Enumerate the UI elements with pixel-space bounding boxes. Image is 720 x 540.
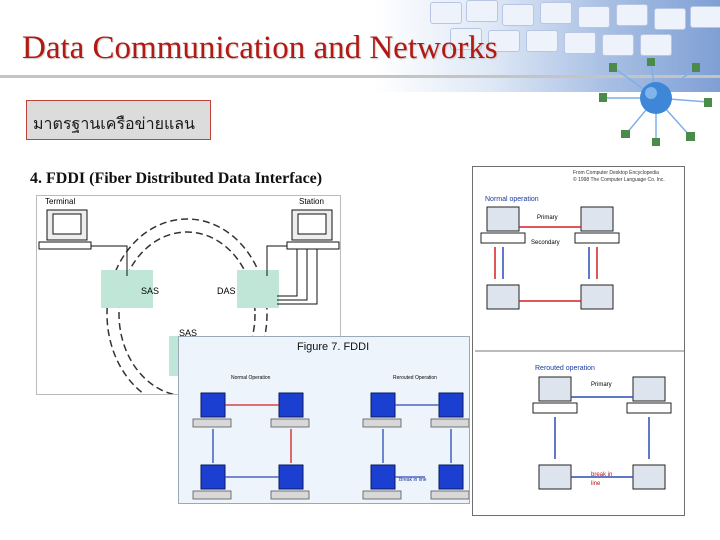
normal-operation-title: Normal operation bbox=[485, 196, 539, 203]
network-globe-icon bbox=[599, 58, 712, 146]
ring-diagram bbox=[38, 209, 340, 394]
keyboard-decoration bbox=[390, 0, 720, 70]
figure-7-diagram bbox=[192, 392, 469, 500]
station-label: Station bbox=[299, 197, 324, 206]
primary-label-rerouted: Primary bbox=[591, 382, 612, 388]
source-credit-line-1: From Computer Desktop Encyclopedia bbox=[573, 170, 659, 176]
normal-operation-label: Normal Operation bbox=[231, 375, 271, 381]
sas-label-left: SAS bbox=[141, 286, 160, 296]
terminal-label: Terminal bbox=[45, 197, 76, 206]
title-divider bbox=[0, 75, 720, 78]
figure-7-caption: Figure 7. FDDI bbox=[297, 341, 370, 353]
primary-label: Primary bbox=[537, 215, 558, 221]
das-label: DAS bbox=[217, 286, 236, 296]
fddi-figure-7: Figure 7. FDDI Normal Operation Rerouted… bbox=[178, 336, 470, 504]
source-credit-line-2: © 1998 The Computer Language Co. Inc. bbox=[573, 177, 665, 183]
sas-label-bottom: SAS bbox=[179, 328, 198, 338]
subtitle-box: มาตรฐานเครือข่ายแลน bbox=[26, 100, 211, 140]
rerouted-operation-title: Rerouted operation bbox=[535, 365, 595, 372]
subtitle-text: มาตรฐานเครือข่ายแลน bbox=[33, 116, 195, 133]
break-in-line-note: Break in line bbox=[399, 477, 427, 483]
fddi-operation-figure: From Computer Desktop Encyclopedia © 199… bbox=[472, 166, 685, 516]
operation-diagram bbox=[475, 206, 684, 490]
section-heading: 4. FDDI (Fiber Distributed Data Interfac… bbox=[30, 170, 323, 187]
page-title: Data Communication and Networks bbox=[22, 30, 498, 66]
break-in-line-label: break in line bbox=[591, 472, 613, 487]
rerouted-operation-label: Rerouted Operation bbox=[393, 375, 437, 381]
secondary-label: Secondary bbox=[531, 240, 560, 246]
